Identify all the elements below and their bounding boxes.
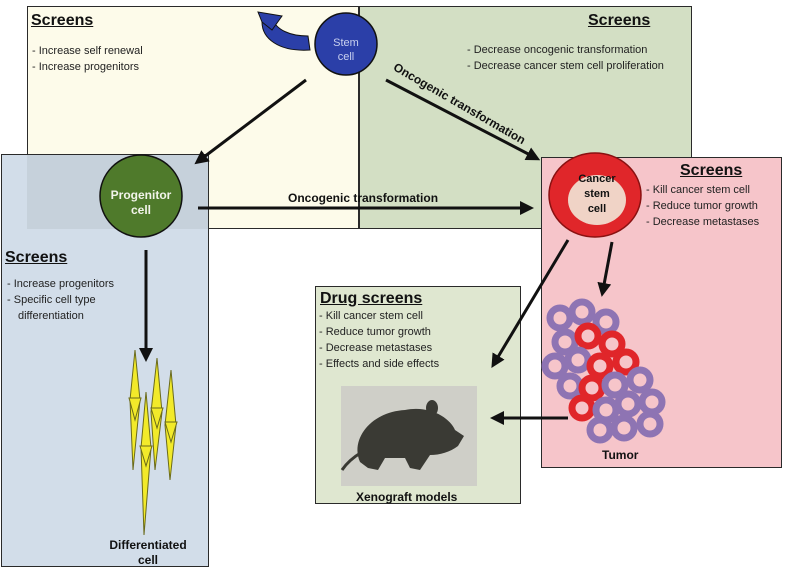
screens-list-cancer: Kill cancer stem cell Reduce tumor growt…: [646, 182, 759, 230]
label-line: cell: [137, 553, 158, 567]
screens-list-stem: Increase self renewal Increase progenito…: [32, 43, 143, 75]
list-item: Kill cancer stem cell: [319, 308, 439, 324]
differentiated-cell-label: Differentiated cell: [100, 538, 196, 568]
screens-list-progenitor: Increase progenitors Specific cell type …: [7, 276, 114, 324]
screens-list-oncogenic: Decrease oncogenic transformation Decrea…: [467, 42, 664, 74]
list-item: Decrease metastases: [319, 340, 439, 356]
list-item: Reduce tumor growth: [319, 324, 439, 340]
xenograft-label: Xenograft models: [356, 490, 458, 504]
list-item: differentiation: [18, 310, 84, 322]
list-item: Increase progenitors: [32, 59, 143, 75]
list-item: Kill cancer stem cell: [646, 182, 759, 198]
screens-heading-oncogenic: Screens: [588, 12, 651, 29]
screens-heading-stem: Screens: [31, 12, 94, 29]
label-line: stem: [584, 188, 610, 200]
list-item: Decrease cancer stem cell proliferation: [467, 58, 664, 74]
arrow-stem-to-cancer: [385, 78, 541, 161]
list-item: Decrease oncogenic transformation: [467, 42, 664, 58]
mouse-icon: [340, 400, 464, 471]
list-item: Increase progenitors: [7, 276, 114, 292]
progenitor-cell: [99, 154, 183, 238]
tumor-label: Tumor: [602, 448, 639, 462]
list-item: Increase self renewal: [32, 43, 143, 59]
label-line: cell: [130, 203, 151, 217]
screens-panel-progenitor: [1, 154, 209, 567]
differentiated-cells: [128, 349, 178, 536]
list-item: Specific cell type: [7, 292, 114, 308]
self-renewal-arrowhead: [257, 11, 283, 31]
cancer-stem-cell-label: Cancer stem cell: [571, 172, 623, 217]
stem-cell: [314, 12, 378, 76]
stem-cell-label: Stem cell: [324, 36, 368, 64]
drug-screens-heading: Drug screens: [320, 290, 423, 307]
tumor-mass: [541, 298, 666, 444]
list-item: Reduce tumor growth: [646, 198, 759, 214]
list-item: Effects and side effects: [319, 356, 439, 372]
arrow-cancer-to-drug: [491, 239, 570, 369]
label-line: cell: [337, 51, 355, 63]
label-line: cell: [587, 203, 607, 215]
label-line: Progenitor: [110, 188, 172, 202]
list-item: Decrease metastases: [646, 214, 759, 230]
arrow-stem-to-progenitor: [194, 78, 307, 165]
drug-screens-list: Kill cancer stem cell Reduce tumor growt…: [319, 308, 439, 372]
label-line: Stem: [333, 37, 359, 49]
screens-heading-progenitor: Screens: [5, 249, 68, 266]
label-line: Differentiated: [109, 538, 187, 552]
progenitor-cell-label: Progenitor cell: [101, 188, 181, 218]
cancer-stem-cell-core: [568, 175, 626, 225]
arrow-cancer-to-tumor: [597, 241, 614, 297]
oncogenic-transformation-label: Oncogenic transformation: [288, 191, 439, 205]
screens-heading-cancer: Screens: [680, 162, 743, 179]
label-line: Cancer: [578, 173, 616, 185]
